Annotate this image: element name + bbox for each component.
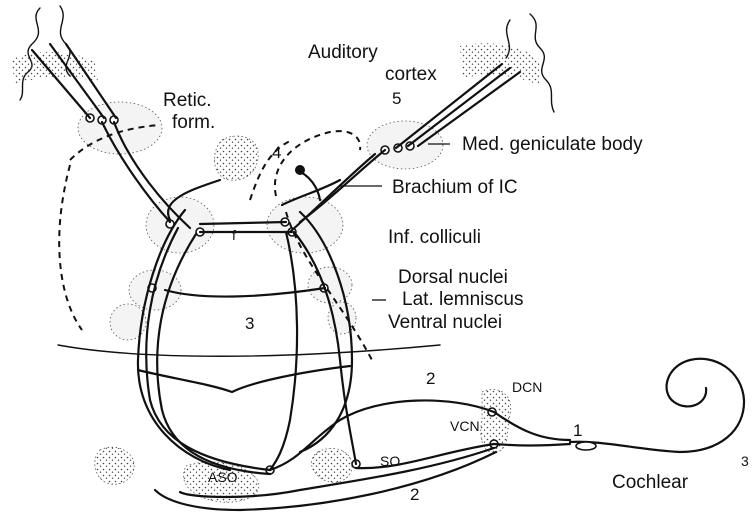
dcn-label: DCN [512, 379, 542, 395]
commissure-label: f [232, 227, 236, 243]
inf-colliculi-label: Inf. colliculi [388, 227, 481, 248]
cochlear-label: Cochlear [612, 472, 689, 493]
lat-lemniscus-label: Lat. lemniscus [402, 289, 523, 310]
cochlea [570, 359, 744, 452]
cortex-outline-right [460, 14, 554, 112]
retic-form-label-line1: Retic. [163, 90, 212, 111]
brainstem-outline [58, 210, 440, 470]
brachium-of-ic-label: Brachium of IC [392, 177, 518, 198]
medial-geniculate-nucleus-left [78, 102, 162, 154]
med-geniculate-body-label: Med. geniculate body [462, 134, 643, 155]
aso-label: ASO [208, 469, 238, 485]
level-2-upper-label: 2 [426, 369, 435, 388]
ventral-nuclei-label: Ventral nuclei [388, 312, 502, 333]
retic-form-label-line2: form. [172, 112, 215, 133]
level-1-label: 1 [573, 421, 582, 440]
level-3-label: 3 [245, 314, 254, 333]
level-4-label: 4 [272, 143, 281, 162]
cochlea-mark-label: 3 [741, 453, 749, 469]
so-label: SO [380, 453, 400, 469]
level-5-label: 5 [392, 89, 401, 108]
cortex-outline-left [10, 6, 98, 100]
auditory-cortex-label-line2: cortex [385, 64, 437, 85]
dorsal-nuclei-label: Dorsal nuclei [398, 267, 508, 288]
auditory-cortex-label-line1: Auditory [308, 42, 378, 63]
level-2-lower-label: 2 [410, 485, 419, 504]
vcn-label: VCN [450, 418, 480, 434]
reticular-formation [214, 136, 258, 180]
